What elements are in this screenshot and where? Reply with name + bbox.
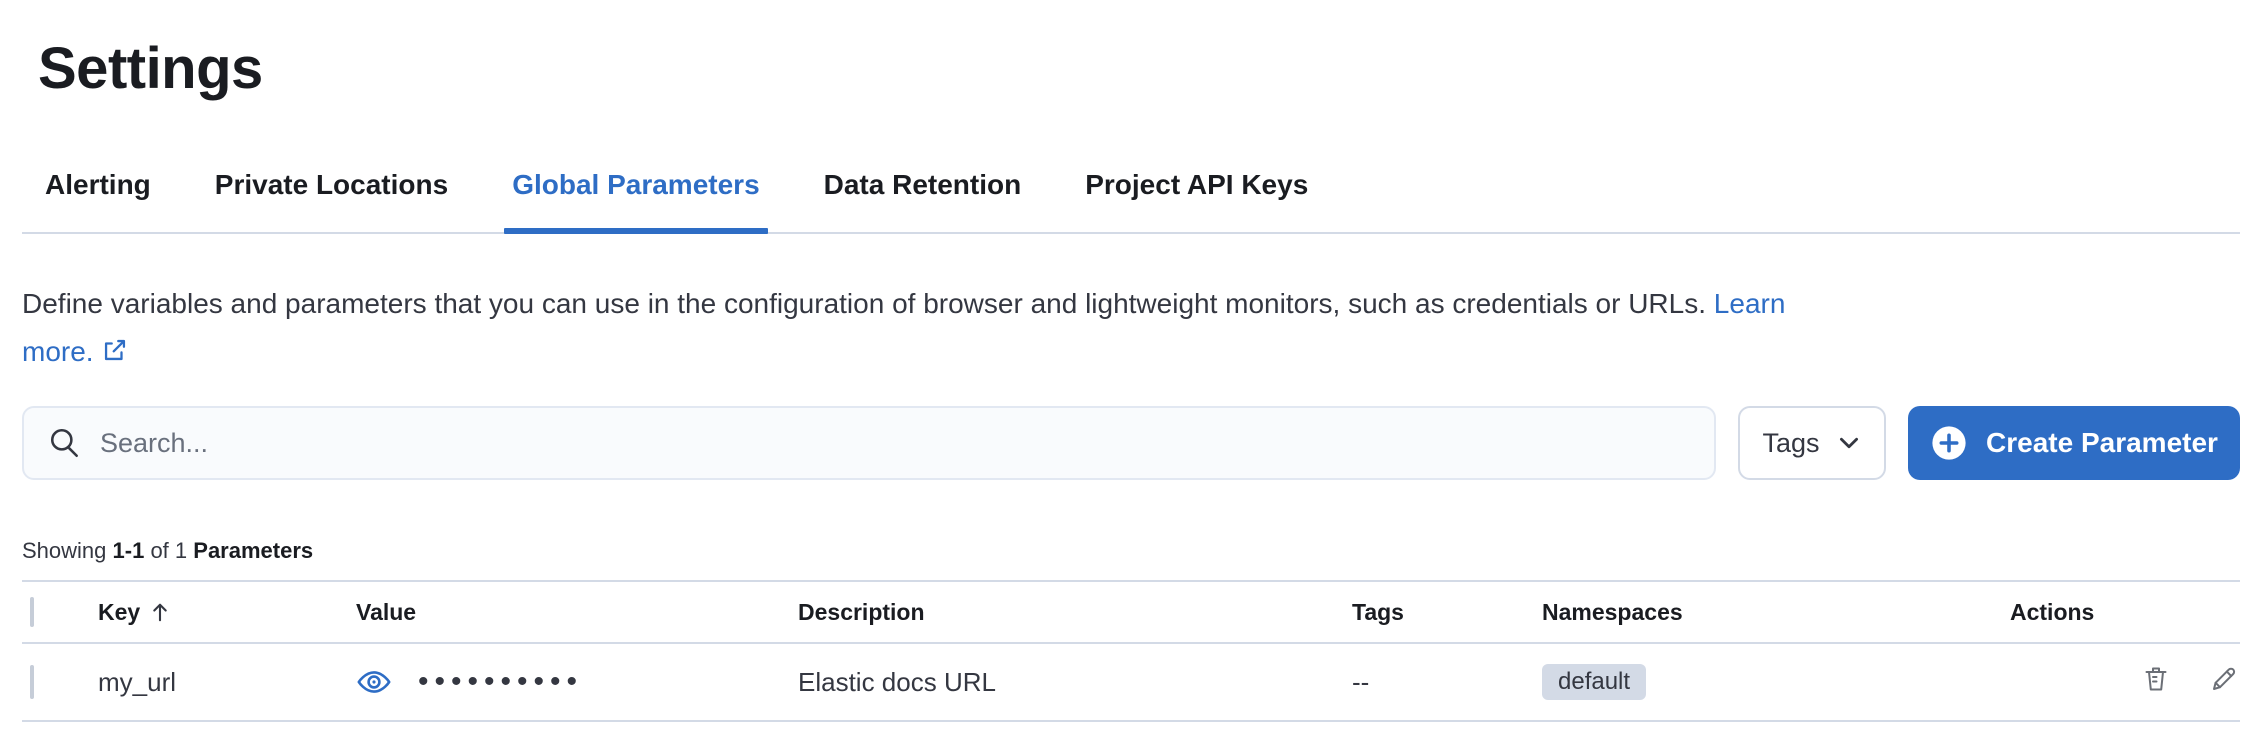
plus-in-circle-icon xyxy=(1930,424,1968,462)
table-header-row: Key Value Description Tags Namespaces Ac… xyxy=(22,581,2240,643)
table-row: my_url •••••••••• Elastic docs URL -- de… xyxy=(22,643,2240,721)
learn-more-link-continued[interactable]: more. xyxy=(22,336,128,367)
magnifier-icon xyxy=(48,426,82,460)
select-all-checkbox[interactable] xyxy=(30,596,34,627)
toolbar: Tags Create Parameter xyxy=(22,406,2240,480)
sort-ascending-icon xyxy=(148,600,172,624)
tags-filter-label: Tags xyxy=(1762,427,1820,458)
page-title: Settings xyxy=(38,36,263,101)
create-parameter-label: Create Parameter xyxy=(1986,427,2218,458)
description-body: Define variables and parameters that you… xyxy=(22,288,1707,319)
column-header-tags: Tags xyxy=(1352,598,1404,625)
namespace-badge: default xyxy=(1542,664,1647,700)
search-input[interactable] xyxy=(100,427,1690,459)
summary-prefix: Showing xyxy=(22,538,107,563)
eye-icon[interactable] xyxy=(356,664,392,700)
summary-label: Parameters xyxy=(193,538,314,563)
tab-alerting[interactable]: Alerting xyxy=(45,169,151,200)
cell-namespaces: default xyxy=(1534,643,2002,721)
row-checkbox[interactable] xyxy=(30,664,34,699)
create-parameter-button[interactable]: Create Parameter xyxy=(1908,406,2240,480)
tags-filter-button[interactable]: Tags xyxy=(1738,406,1886,480)
column-header-actions: Actions xyxy=(2010,598,2095,625)
tab-project-api-keys[interactable]: Project API Keys xyxy=(1085,169,1309,200)
cell-description: Elastic docs URL xyxy=(798,666,996,697)
chevron-down-icon xyxy=(1836,430,1862,456)
cell-value: •••••••••• xyxy=(348,643,790,721)
column-header-description: Description xyxy=(798,598,925,625)
summary-range: 1-1 xyxy=(112,538,145,563)
summary-middle: of 1 xyxy=(150,538,188,563)
parameters-table: Key Value Description Tags Namespaces Ac… xyxy=(22,580,2240,722)
external-link-icon xyxy=(102,338,128,369)
tab-global-parameters[interactable]: Global Parameters xyxy=(504,168,769,234)
cell-key: my_url xyxy=(98,666,177,697)
masked-value: •••••••••• xyxy=(418,665,584,698)
learn-more-link[interactable]: Learn xyxy=(1713,288,1786,319)
description-text: Define variables and parameters that you… xyxy=(22,280,2222,378)
pencil-icon[interactable] xyxy=(2208,663,2240,695)
tab-bar: Alerting Private Locations Global Parame… xyxy=(22,168,2240,234)
tab-data-retention[interactable]: Data Retention xyxy=(823,169,1022,200)
column-header-value: Value xyxy=(356,598,417,625)
tab-private-locations[interactable]: Private Locations xyxy=(214,169,449,200)
cell-actions xyxy=(2002,643,2240,721)
cell-tags: -- xyxy=(1352,666,1370,697)
column-header-namespaces: Namespaces xyxy=(1542,598,1683,625)
trash-icon[interactable] xyxy=(2140,663,2172,695)
results-summary: Showing 1-1 of 1 Parameters xyxy=(22,536,2240,566)
column-header-key[interactable]: Key xyxy=(90,581,348,643)
search-box[interactable] xyxy=(22,406,1716,480)
